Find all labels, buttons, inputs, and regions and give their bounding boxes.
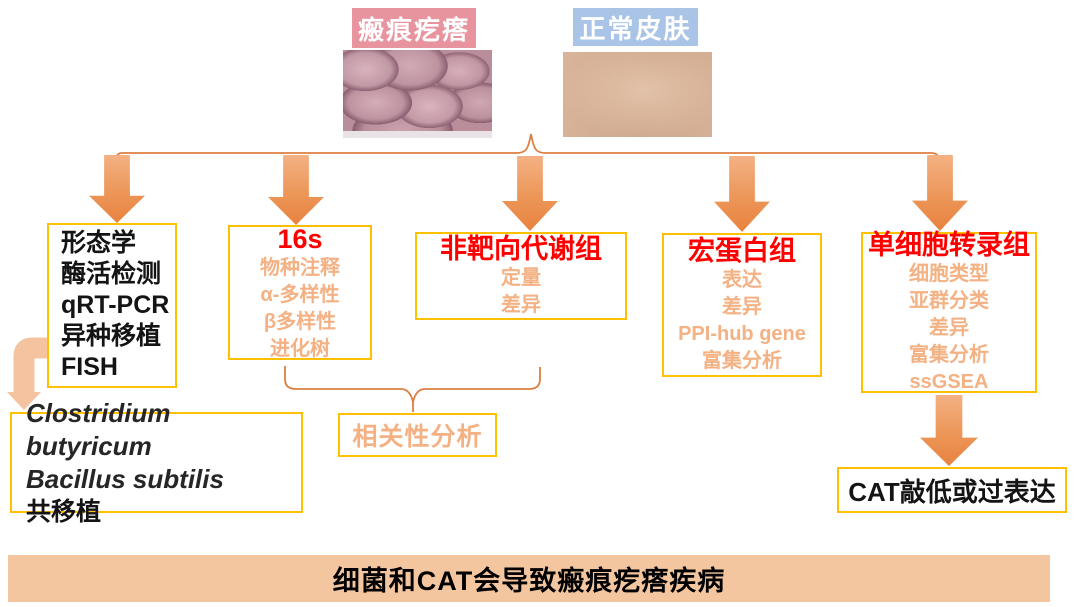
keloid-label: 瘢痕疙瘩 [352,8,476,48]
transplant-box: Clostridium butyricum Bacillus subtilis … [10,398,303,526]
correlation-brace [284,366,541,403]
box-item: 表达 [722,269,762,291]
methods-box: 形态学 酶活检测 qRT-PCR 异种移植 FISH [47,223,177,388]
method-item: 酶活检测 [61,260,162,288]
down-arrow-icon [714,156,770,232]
box-item: 定量 [501,267,541,289]
box-title: 单细胞转录组 [868,230,1030,260]
box-item: 进化树 [270,337,330,360]
box-item: 亚群分类 [909,290,989,312]
box-item: ssGSEA [909,371,989,393]
normal-skin-label: 正常皮肤 [573,8,698,46]
conclusion-banner: 细菌和CAT会导致瘢痕疙瘩疾病 [8,555,1050,602]
species-name: Clostridium butyricum [26,397,171,461]
16s-box: 16s 物种注释 α-多样性 β多样性 进化树 [228,223,372,360]
box-item: 差异 [929,317,969,339]
box-item: 差异 [722,296,762,318]
species-name: Bacillus subtilis [26,463,224,494]
method-item: FISH [61,353,118,381]
keloid-photo [343,50,492,138]
box-item: 富集分析 [909,344,989,366]
box-item: 富集分析 [702,350,782,372]
down-arrow-icon [920,395,978,466]
cat-box: CAT敲低或过表达 [837,467,1067,513]
down-arrow-icon [912,155,968,231]
metaproteome-box: 宏蛋白组 表达 差异 PPI-hub gene 富集分析 [662,233,822,377]
co-transplant-label: 共移植 [26,497,102,526]
box-item: β多样性 [263,310,337,333]
method-item: 异种移植 [61,322,162,350]
down-arrow-icon [268,155,324,225]
down-arrow-icon [502,156,558,231]
box-item: 细胞类型 [909,263,989,285]
box-title: 16s [277,223,323,254]
elbow-arrow [13,337,49,392]
box-item: 差异 [501,294,541,316]
box-item: α-多样性 [260,283,340,306]
box-item: 物种注释 [260,256,340,279]
single-cell-box: 单细胞转录组 细胞类型 亚群分类 差异 富集分析 ssGSEA [861,230,1037,393]
box-item: PPI-hub gene [678,323,806,345]
metabolome-box: 非靶向代谢组 定量 差异 [415,232,627,320]
box-title: 非靶向代谢组 [440,234,602,264]
down-arrow-icon [89,155,145,223]
method-item: qRT-PCR [61,291,170,319]
box-title: 宏蛋白组 [688,236,796,266]
method-item: 形态学 [61,229,137,257]
normal-skin-photo [563,52,712,137]
correlation-box: 相关性分析 [338,413,497,457]
